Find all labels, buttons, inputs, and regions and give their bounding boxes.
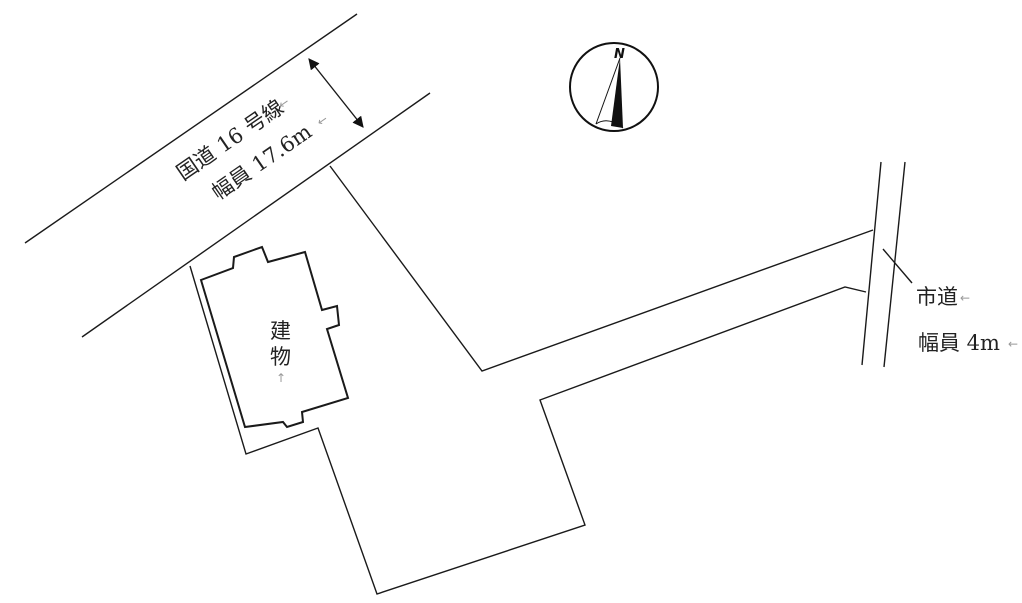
lot-boundary-south bbox=[189, 265, 867, 595]
city-road-edge-east bbox=[883, 161, 906, 368]
north-label: N bbox=[614, 47, 625, 62]
road-width-dimension-arrow bbox=[308, 58, 364, 128]
national-road-label: 国道 16 号線 ← 幅員 17.6m ← bbox=[172, 95, 330, 205]
city-road-leader-line bbox=[882, 248, 913, 284]
city-road-name: 市道 bbox=[916, 285, 958, 309]
national-road-edge-north bbox=[24, 13, 358, 244]
edit-marker-icon: ← bbox=[314, 112, 330, 129]
north-compass-icon: N bbox=[569, 42, 659, 132]
building-label-2: 物 bbox=[270, 345, 291, 369]
edit-marker-icon: ← bbox=[960, 291, 970, 305]
edit-marker-up-icon: ↑ bbox=[276, 371, 286, 385]
lot-boundary-north bbox=[329, 165, 874, 372]
building-footprint bbox=[199, 245, 350, 429]
national-road-edge-south bbox=[81, 92, 431, 338]
edit-marker-icon: ← bbox=[1008, 337, 1018, 351]
city-road-width: 幅員 4m bbox=[918, 331, 1000, 355]
city-road-edge-west bbox=[861, 161, 882, 366]
building-label-1: 建 bbox=[270, 319, 291, 343]
